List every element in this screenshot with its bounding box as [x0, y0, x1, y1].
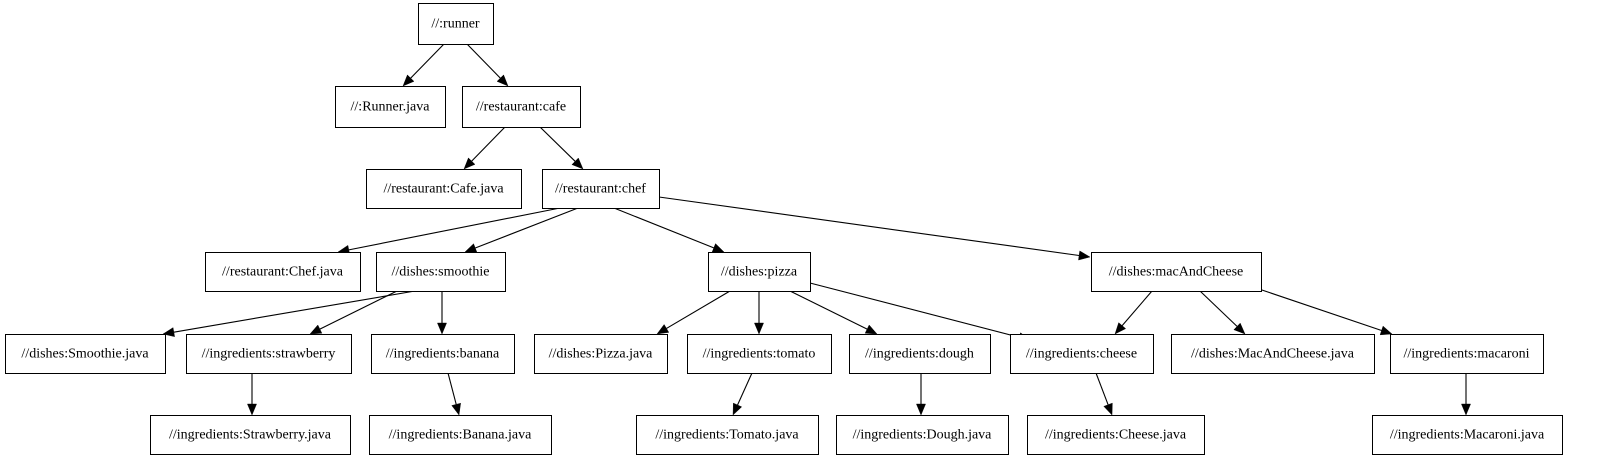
edge-dishes_pizza-to-dishes_pizzajava — [656, 290, 731, 335]
node-label-ing_cheesejava: //ingredients:Cheese.java — [1045, 428, 1187, 443]
edge-restaurant_chef-to-dishes_smoothie — [464, 207, 579, 253]
node-box-ing_strawberry[interactable] — [186, 334, 352, 374]
node-box-ing_macaronijava[interactable] — [1372, 415, 1563, 455]
graph-node-ing_cheesejava[interactable]: //ingredients:Cheese.java — [1027, 415, 1205, 455]
node-box-ing_macaroni[interactable] — [1390, 334, 1544, 374]
edge-ing_cheese-to-ing_cheesejava — [1095, 372, 1113, 416]
node-box-ing_strawberryjava[interactable] — [150, 415, 351, 455]
graph-node-ing_dough[interactable]: //ingredients:dough — [849, 334, 991, 374]
edge-restaurant_cafe-to-restaurant_chef — [539, 126, 584, 170]
graph-node-restaurant_cafejava[interactable]: //restaurant:Cafe.java — [366, 169, 522, 209]
edge-dishes_macandcheese-to-dishes_macjava — [1199, 290, 1246, 335]
node-label-ing_strawberry: //ingredients:strawberry — [202, 347, 336, 362]
node-label-dishes_pizza: //dishes:pizza — [721, 265, 798, 280]
node-label-ing_bananajava: //ingredients:Banana.java — [389, 428, 532, 443]
edge-ing_dough-to-ing_doughjava — [916, 373, 926, 416]
node-label-restaurant_chef: //restaurant:chef — [555, 182, 646, 197]
node-label-ing_tomatojava: //ingredients:Tomato.java — [655, 428, 799, 443]
node-label-ing_tomato: //ingredients:tomato — [703, 347, 816, 362]
edge-dishes_macandcheese-to-ing_macaroni — [1252, 286, 1393, 336]
graph-node-dishes_macandcheese[interactable]: //dishes:macAndCheese — [1091, 252, 1262, 292]
node-label-runner_java: //:Runner.java — [351, 100, 431, 115]
node-label-dishes_pizzajava: //dishes:Pizza.java — [549, 347, 654, 362]
edge-ing_tomato-to-ing_tomatojava — [732, 372, 753, 416]
edge-dishes_smoothie-to-ing_strawberry — [309, 290, 398, 335]
graph-node-dishes_smoothiejava[interactable]: //dishes:Smoothie.java — [5, 334, 166, 374]
graph-node-dishes_pizzajava[interactable]: //dishes:Pizza.java — [534, 334, 668, 374]
graph-node-ing_strawberry[interactable]: //ingredients:strawberry — [186, 334, 352, 374]
node-box-ing_dough[interactable] — [849, 334, 991, 374]
graph-node-ing_doughjava[interactable]: //ingredients:Dough.java — [836, 415, 1009, 455]
node-label-dishes_macandcheese: //dishes:macAndCheese — [1109, 265, 1244, 280]
node-box-dishes_macandcheese[interactable] — [1091, 252, 1262, 292]
node-box-ing_cheese[interactable] — [1010, 334, 1154, 374]
node-label-restaurant_cafe: //restaurant:cafe — [476, 100, 566, 115]
graph-node-ing_tomato[interactable]: //ingredients:tomato — [687, 334, 832, 374]
node-box-ing_bananajava[interactable] — [369, 415, 552, 455]
node-box-ing_tomatojava[interactable] — [636, 415, 819, 455]
graph-node-ing_macaroni[interactable]: //ingredients:macaroni — [1390, 334, 1544, 374]
edge-dishes_smoothie-to-ing_banana — [437, 291, 447, 335]
graph-node-restaurant_chefjava[interactable]: //restaurant:Chef.java — [205, 252, 361, 292]
node-label-runner: //:runner — [431, 17, 480, 32]
edge-dishes_pizza-to-ing_cheese — [809, 282, 1031, 342]
node-label-ing_macaroni: //ingredients:macaroni — [1404, 347, 1530, 362]
edge-restaurant_chef-to-restaurant_chefjava — [337, 207, 561, 255]
node-box-ing_tomato[interactable] — [687, 334, 832, 374]
graph-node-restaurant_cafe[interactable]: //restaurant:cafe — [462, 86, 581, 128]
graph-node-ing_cheese[interactable]: //ingredients:cheese — [1010, 334, 1154, 374]
node-label-ing_dough: //ingredients:dough — [865, 347, 974, 362]
node-label-ing_doughjava: //ingredients:Dough.java — [853, 428, 993, 443]
graph-node-runner[interactable]: //:runner — [418, 3, 494, 45]
node-box-dishes_pizzajava[interactable] — [534, 334, 668, 374]
edge-dishes_pizza-to-ing_dough — [789, 290, 878, 335]
graph-node-dishes_pizza[interactable]: //dishes:pizza — [708, 252, 811, 292]
graph-node-dishes_smoothie[interactable]: //dishes:smoothie — [376, 252, 506, 292]
edge-ing_strawberry-to-ing_strawberryjava — [247, 373, 257, 416]
graph-node-ing_bananajava[interactable]: //ingredients:Banana.java — [369, 415, 552, 455]
edge-dishes_macandcheese-to-ing_cheese — [1114, 290, 1153, 335]
graph-node-restaurant_chef[interactable]: //restaurant:chef — [542, 169, 660, 209]
node-label-ing_banana: //ingredients:banana — [386, 347, 500, 362]
edge-restaurant_cafe-to-restaurant_cafejava — [463, 126, 506, 170]
node-box-dishes_smoothie[interactable] — [376, 252, 506, 292]
node-box-restaurant_cafe[interactable] — [462, 86, 581, 128]
edge-restaurant_chef-to-dishes_macandcheese — [658, 196, 1091, 261]
node-box-dishes_pizza[interactable] — [708, 252, 811, 292]
graph-node-ing_strawberryjava[interactable]: //ingredients:Strawberry.java — [150, 415, 351, 455]
node-box-dishes_smoothiejava[interactable] — [5, 334, 166, 374]
node-layer: //:runner //:Runner.java //restaurant:cafe… — [5, 3, 1563, 455]
edge-dishes_smoothie-to-dishes_smoothiejava — [162, 290, 416, 337]
node-box-runner_java[interactable] — [335, 86, 446, 128]
edge-ing_macaroni-to-ing_macaronijava — [1461, 373, 1471, 416]
edge-ing_banana-to-ing_bananajava — [447, 372, 461, 416]
node-label-ing_macaronijava: //ingredients:Macaroni.java — [1390, 428, 1545, 443]
node-box-dishes_macjava[interactable] — [1171, 334, 1375, 374]
node-box-runner[interactable] — [418, 3, 494, 45]
node-box-ing_doughjava[interactable] — [836, 415, 1009, 455]
node-label-ing_strawberryjava: //ingredients:Strawberry.java — [169, 428, 332, 443]
node-label-restaurant_cafejava: //restaurant:Cafe.java — [383, 182, 504, 197]
edge-dishes_pizza-to-ing_tomato — [754, 291, 764, 335]
node-label-dishes_macjava: //dishes:MacAndCheese.java — [1191, 347, 1355, 362]
edge-restaurant_chef-to-dishes_pizza — [613, 207, 725, 253]
edge-runner-to-restaurant_cafe — [466, 43, 509, 87]
node-label-dishes_smoothie: //dishes:smoothie — [392, 265, 490, 280]
graph-node-runner_java[interactable]: //:Runner.java — [335, 86, 446, 128]
graph-node-ing_tomatojava[interactable]: //ingredients:Tomato.java — [636, 415, 819, 455]
node-label-restaurant_chefjava: //restaurant:Chef.java — [222, 265, 344, 280]
node-label-dishes_smoothiejava: //dishes:Smoothie.java — [21, 347, 149, 362]
edge-runner-to-runner_java — [402, 43, 445, 87]
node-label-ing_cheese: //ingredients:cheese — [1026, 347, 1137, 362]
node-box-restaurant_cafejava[interactable] — [366, 169, 522, 209]
node-box-ing_banana[interactable] — [371, 334, 515, 374]
node-box-restaurant_chef[interactable] — [542, 169, 660, 209]
node-box-ing_cheesejava[interactable] — [1027, 415, 1205, 455]
graph-node-ing_macaronijava[interactable]: //ingredients:Macaroni.java — [1372, 415, 1563, 455]
graph-node-ing_banana[interactable]: //ingredients:banana — [371, 334, 515, 374]
graph-node-dishes_macjava[interactable]: //dishes:MacAndCheese.java — [1171, 334, 1375, 374]
node-box-restaurant_chefjava[interactable] — [205, 252, 361, 292]
